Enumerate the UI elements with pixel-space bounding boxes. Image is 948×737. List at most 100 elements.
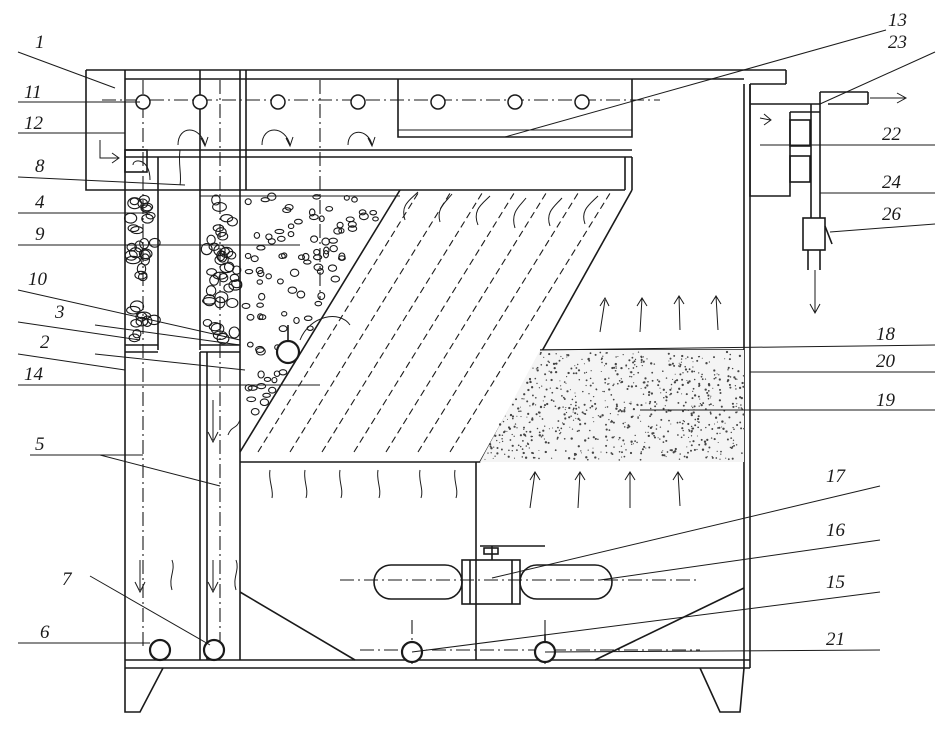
sand-grain — [642, 393, 645, 396]
sand-grain — [584, 439, 587, 442]
gravel-particle — [208, 242, 220, 251]
sand-grain — [669, 357, 672, 360]
sand-grain — [625, 366, 627, 368]
sand-grain — [622, 422, 625, 425]
sand-grain — [620, 378, 622, 380]
gravel-particle — [358, 212, 369, 221]
sand-grain — [490, 452, 492, 454]
sand-grain — [537, 411, 540, 413]
sand-grain — [623, 455, 626, 458]
sand-grain — [544, 441, 548, 444]
sand-grain — [543, 395, 546, 398]
sand-grain — [729, 376, 732, 378]
sand-grain — [550, 457, 553, 459]
sand-grain — [500, 448, 503, 451]
sand-grain — [660, 418, 663, 421]
sand-grain — [692, 390, 694, 393]
sand-grain — [513, 425, 516, 428]
sand-grain — [541, 418, 544, 420]
sand-grain — [526, 381, 529, 384]
gravel-particle — [317, 291, 326, 301]
sand-grain — [541, 385, 543, 387]
sand-grain — [665, 439, 668, 442]
gravel-particle — [135, 316, 149, 327]
sand-grain — [713, 423, 716, 425]
sand-grain — [487, 452, 489, 454]
sand-grain — [681, 378, 684, 381]
sand-grain — [552, 427, 554, 429]
gravel-particle — [231, 279, 243, 289]
sand-grain — [617, 355, 619, 358]
sand-grain — [645, 402, 647, 404]
sand-grain — [728, 416, 731, 419]
sand-grain — [691, 405, 693, 407]
sand-grain — [591, 405, 594, 408]
sand-grain — [682, 419, 684, 422]
sand-grain — [692, 361, 694, 363]
sand-grain — [539, 415, 541, 417]
sand-grain — [665, 391, 667, 394]
label-3: 3 — [54, 302, 65, 323]
label-4: 4 — [35, 192, 45, 213]
gravel-particle — [138, 194, 150, 205]
gravel-particle — [244, 198, 252, 206]
sand-grain — [567, 354, 570, 357]
sand-grain — [618, 450, 621, 453]
sand-grain — [538, 387, 541, 389]
sand-grain — [734, 385, 737, 387]
sand-grain — [699, 398, 701, 400]
sand-grain — [543, 438, 545, 440]
sand-grain — [693, 370, 696, 373]
sand-grain — [634, 434, 636, 437]
sand-grain — [551, 391, 554, 394]
sand-grain — [647, 380, 649, 383]
overflow-hole — [192, 94, 208, 110]
sand-grain — [690, 449, 692, 452]
sand-grain — [701, 448, 705, 451]
sand-grain — [614, 369, 617, 372]
sand-grain — [614, 362, 617, 366]
sand-grain — [576, 413, 579, 415]
sand-grain — [669, 388, 672, 391]
sand-grain — [572, 372, 575, 375]
gravel-particle — [287, 286, 298, 294]
sand-grain — [539, 405, 543, 409]
sand-grain — [649, 400, 652, 403]
sand-grain — [733, 376, 736, 379]
gravel-particle — [347, 225, 358, 232]
sand-grain — [589, 429, 591, 432]
gravel-particle — [256, 302, 264, 308]
sand-grain — [698, 405, 700, 407]
sand-grain — [530, 386, 534, 389]
sand-grain — [679, 453, 681, 455]
sand-grain — [522, 451, 525, 455]
sand-grain — [742, 375, 745, 377]
sand-grain — [519, 406, 521, 408]
sand-grain — [585, 371, 588, 373]
sand-grain — [560, 431, 562, 434]
sand-grain — [493, 446, 495, 448]
sand-grain — [574, 392, 576, 394]
overflow-hole — [270, 94, 286, 110]
gravel-particle — [246, 341, 254, 348]
gravel-particle — [202, 318, 213, 327]
sand-grain — [577, 369, 581, 372]
sand-grain — [574, 412, 577, 415]
sand-grain — [735, 444, 738, 446]
sand-grain — [629, 375, 631, 378]
sand-grain — [601, 414, 604, 417]
sand-grain — [555, 362, 558, 365]
sand-grain — [682, 404, 685, 407]
sand-grain — [576, 430, 579, 433]
sand-grain — [519, 434, 523, 437]
sand-grain — [610, 394, 613, 396]
sand-grain — [718, 378, 721, 381]
sand-grain — [615, 407, 618, 410]
sand-grain — [628, 359, 631, 362]
sand-grain — [741, 381, 744, 385]
sand-grain — [658, 380, 661, 383]
sand-grain — [640, 361, 643, 363]
sand-grain — [726, 380, 729, 383]
gravel-particle — [268, 386, 277, 394]
sand-grain — [705, 408, 707, 410]
